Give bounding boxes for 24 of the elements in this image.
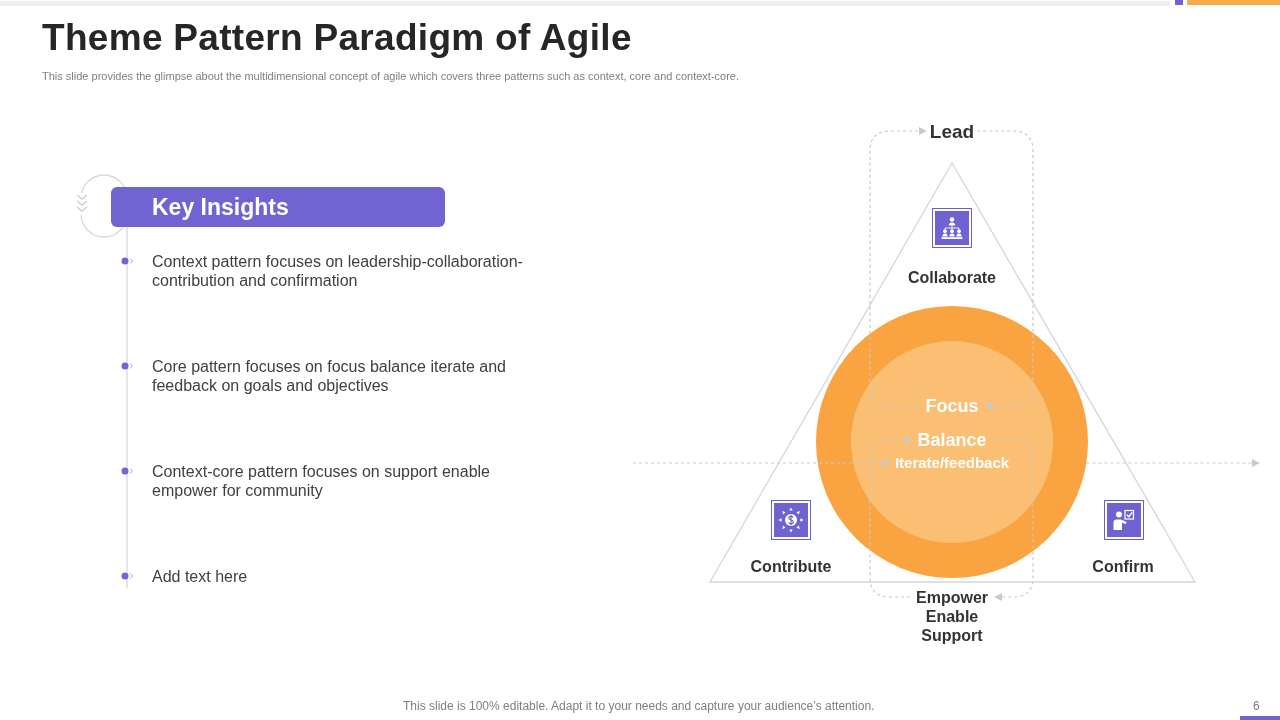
stage-label: Confirm	[1092, 556, 1154, 576]
stage-label: Lead	[926, 119, 978, 143]
dashed-arrow	[632, 459, 892, 467]
slide-title: Theme Pattern Paradigm of Agile	[42, 16, 632, 60]
dashed-arrow	[991, 439, 1034, 601]
footer-note: This slide is 100% editable. Adapt it to your needs and capture your audience’s attention.	[403, 699, 875, 713]
dashed-arrow	[869, 436, 913, 598]
page-number: 6	[1253, 699, 1260, 713]
dashed-arrow	[976, 130, 1034, 410]
core-label: Balance	[911, 429, 993, 451]
heading-banner: Key Insights	[111, 187, 445, 227]
bullet-text: Core pattern focuses on focus balance iterate and feedback on goals and objectives	[152, 356, 507, 395]
dashed-arrow	[869, 127, 928, 407]
subtitle-text: This slide provides the glimpse about the multidimensional concept of agile which covers three patterns such as context, core and context-core.	[42, 69, 740, 83]
bullet-text: Context pattern focuses on leadership-collaboration-contribution and confirmation	[152, 251, 524, 290]
stage-label: Contribute	[750, 556, 832, 576]
core-label: Focus	[919, 395, 985, 417]
triangle-outline	[708, 160, 1198, 585]
dashed-arrow	[1085, 459, 1261, 467]
stage-label: Empower Enable Support	[910, 587, 994, 645]
stage-label: Collaborate	[908, 267, 996, 287]
bullet-text: Add text here	[152, 566, 249, 586]
core-label: Iterate/feedback	[890, 454, 1014, 472]
bullet-text: Context-core pattern focuses on support enable empower for community	[152, 461, 491, 500]
